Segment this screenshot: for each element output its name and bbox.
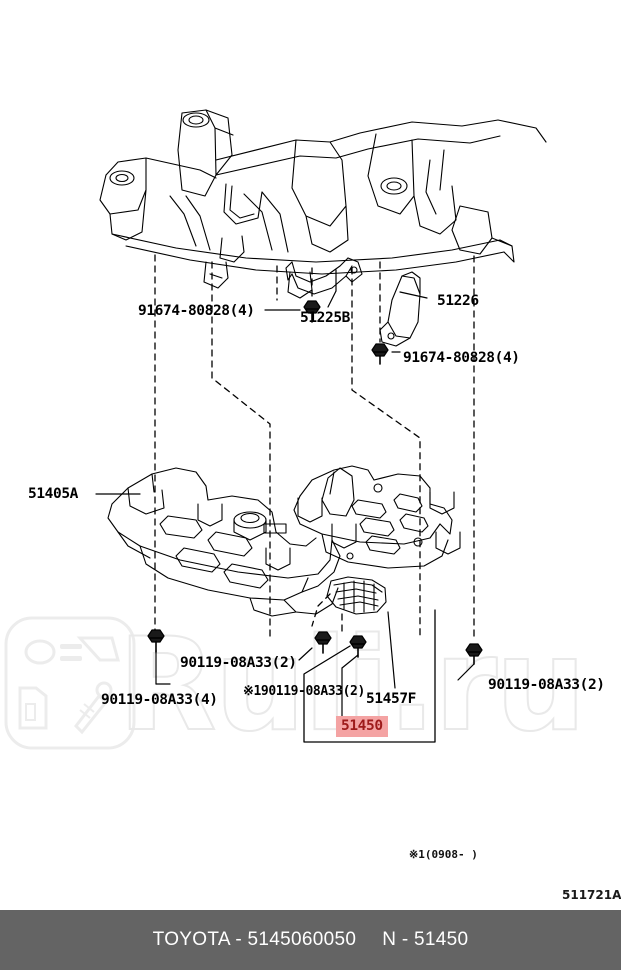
callout-51226[interactable]: 51226 <box>437 293 479 309</box>
leader-lines <box>95 269 475 743</box>
bolt-glyph <box>303 300 321 323</box>
callout-51405a[interactable]: 51405A <box>28 486 78 502</box>
footer-bar: TOYOTA - 5145060050 N - 51450 <box>0 910 621 970</box>
fastener-glyphs <box>147 300 483 665</box>
callout-90119-08a33-right[interactable]: 90119-08A33(2) <box>488 677 605 693</box>
callout-51225b[interactable]: 51225B <box>300 310 350 326</box>
crossmember-assembly <box>99 109 547 347</box>
callout-91674-80828-right[interactable]: 91674-80828(4) <box>403 350 520 366</box>
bolt-glyph <box>147 629 165 653</box>
bolt-glyph <box>314 631 332 654</box>
footer-brand-part-number: TOYOTA - 5145060050 <box>152 929 357 950</box>
sheet-id: 511721A <box>562 888 621 902</box>
footer-content: TOYOTA - 5145060050 N - 51450 <box>0 910 621 970</box>
bolt-glyph <box>465 643 483 665</box>
engine-under-cover-left <box>107 467 341 617</box>
cover-plate-part <box>326 576 387 615</box>
callout-51457f[interactable]: 51457F <box>366 691 416 707</box>
callout-90119-08a33-left[interactable]: 90119-08A33(4) <box>101 692 218 708</box>
callout-190119-08a33[interactable]: ※190119-08A33(2) <box>243 684 365 699</box>
callout-91674-80828-left[interactable]: 91674-80828(4) <box>138 303 255 319</box>
engine-under-cover-right <box>293 465 461 569</box>
bolt-glyph <box>371 343 389 365</box>
technical-illustration <box>95 109 547 743</box>
footer-catalog-reference: N - 51450 <box>382 929 469 950</box>
callout-90119-08a33-top[interactable]: 90119-08A33(2) <box>180 655 297 671</box>
callout-51450-highlighted[interactable]: 51450 <box>336 716 388 737</box>
footnote-text: ※1(0908- ) <box>409 848 478 861</box>
bolt-glyph <box>349 635 367 658</box>
assembly-dashed-lines <box>154 254 475 641</box>
